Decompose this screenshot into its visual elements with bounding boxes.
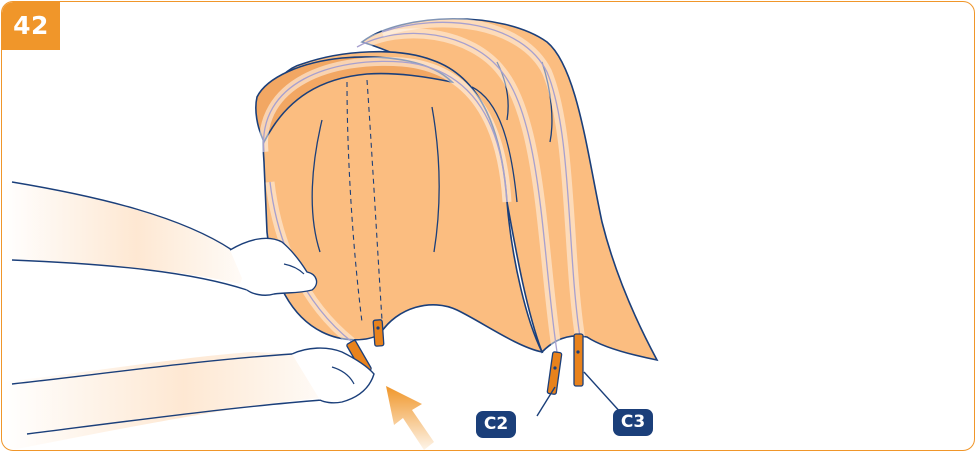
- step-number-badge: 42: [2, 2, 60, 50]
- lower-hand-illustration: [2, 348, 374, 451]
- connector-left-front: [373, 320, 384, 347]
- badge-divider: [60, 2, 63, 54]
- callout-c3: C3: [613, 409, 653, 436]
- push-up-arrow-icon: [386, 386, 434, 450]
- callout-c2: C2: [476, 411, 516, 438]
- connector-c3: [574, 334, 583, 386]
